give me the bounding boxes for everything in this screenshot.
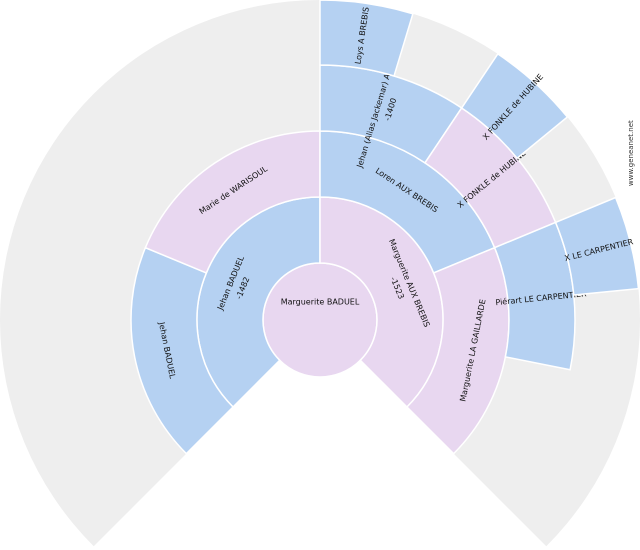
person-g4-1[interactable]: Loys A BREBIS (319, 0, 414, 77)
person-g4-5[interactable]: X LE CARPENTIER (554, 196, 640, 296)
site-credit: www.geneanet.net (627, 120, 635, 186)
person-cell (319, 0, 414, 77)
person-mgf-m[interactable]: X FONKLE de HUBINE (423, 106, 557, 249)
person-g4-3[interactable]: X FONKLE de HUBINE (460, 52, 569, 160)
person-pgm[interactable]: Marie de WARISOUL (144, 130, 321, 274)
person-cell (460, 52, 569, 160)
person-cell (554, 196, 640, 296)
person-mgf[interactable]: Loren AUX BREBIS (319, 130, 496, 274)
person-mgm-f[interactable]: Piérart LE CARPENTIER (493, 221, 588, 371)
person-pgf[interactable]: Jehan BADUEL (130, 246, 235, 455)
person-name: Marguerite BADUEL (281, 298, 360, 307)
